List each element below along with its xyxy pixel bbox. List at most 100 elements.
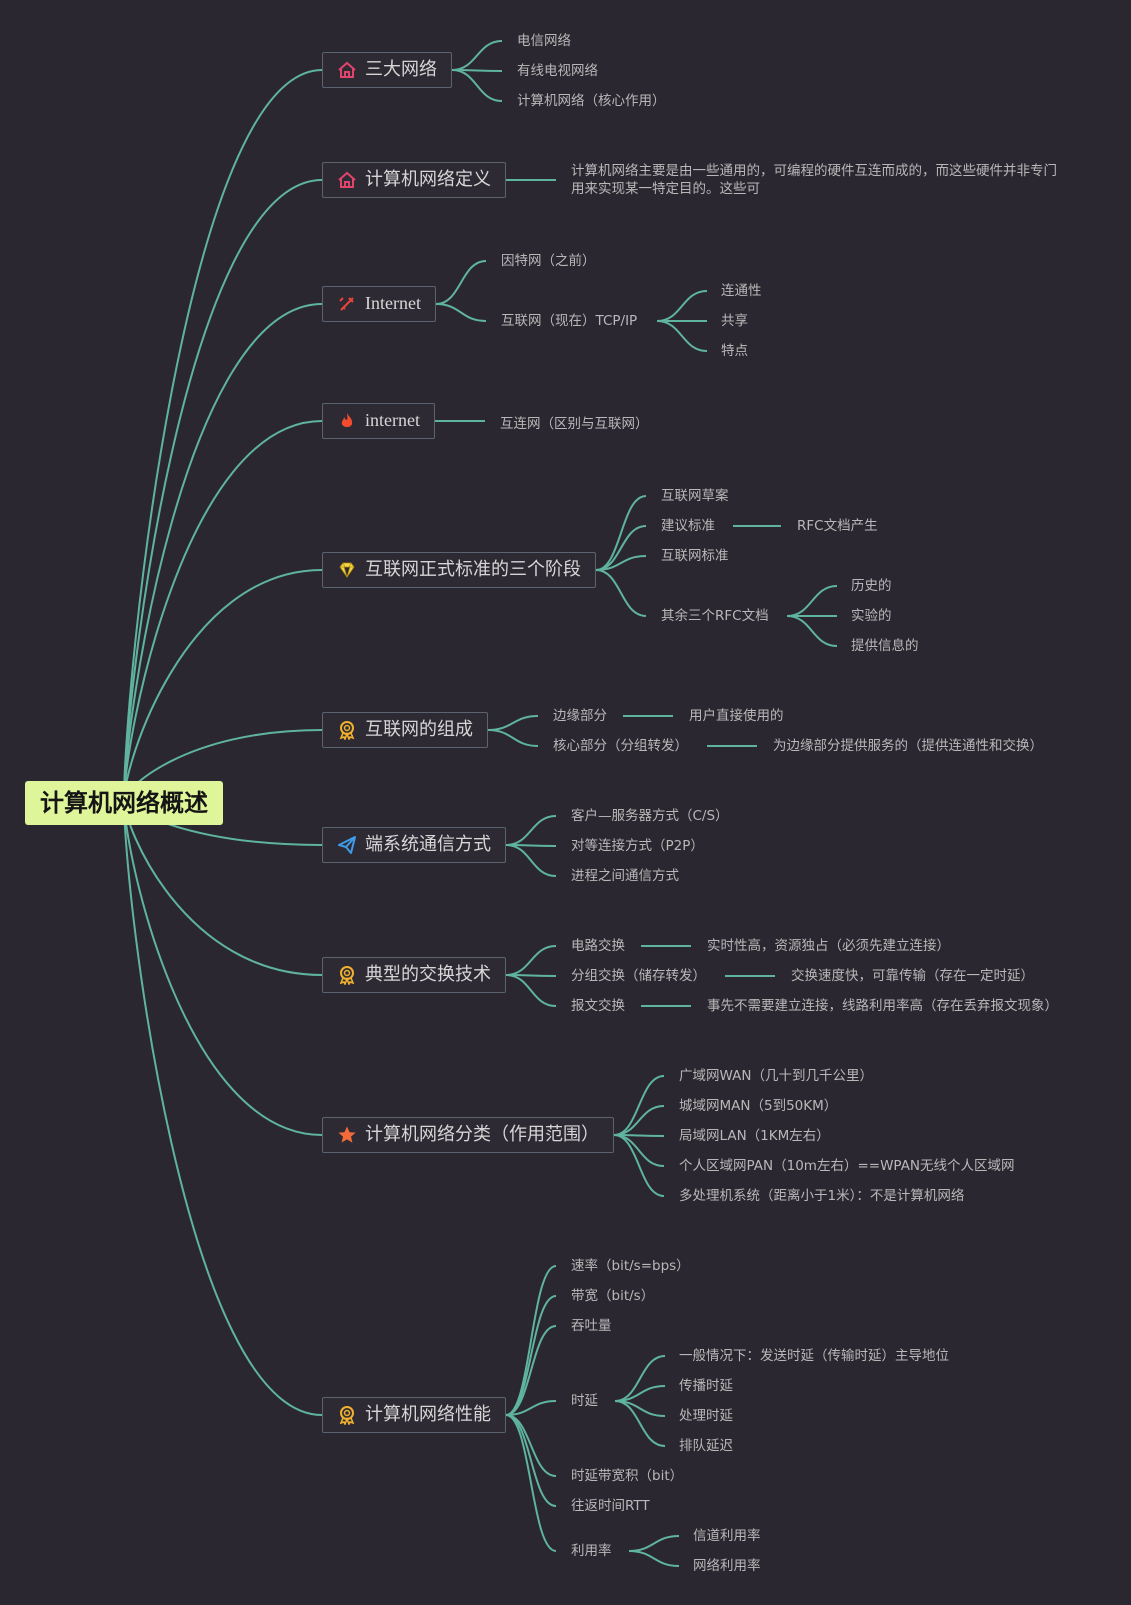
leaf-historic[interactable]: 历史的 [851,578,892,594]
leaf-man[interactable]: 城域网MAN（5到50KM） [679,1098,838,1114]
leaf-features[interactable]: 特点 [721,343,748,359]
leaf-core-part[interactable]: 核心部分（分组转发） [553,738,688,754]
leaf-network-utilization[interactable]: 网络利用率 [693,1558,761,1574]
connector-line [595,555,647,571]
connector-line [123,569,323,801]
leaf-rtt[interactable]: 往返时间RTT [571,1498,650,1514]
diamond-icon [339,562,355,579]
connector-line [505,945,557,976]
leaf-edge-part[interactable]: 边缘部分 [553,708,607,724]
branch-three-networks[interactable]: 三大网络 [322,52,452,88]
branch-label: Internet [365,293,421,313]
connector-line [451,69,503,102]
connector-line [451,40,503,71]
award-icon [339,721,355,740]
branch-label: 计算机网络定义 [365,169,491,190]
branch-switching-techniques[interactable]: 典型的交换技术 [322,957,506,993]
leaf-message-switching[interactable]: 报文交换 [571,998,625,1014]
leaf-circuit-desc[interactable]: 实时性高，资源独占（必须先建立连接） [707,938,950,954]
leaf-pan[interactable]: 个人区域网PAN（10m左右）==WPAN无线个人区域网 [679,1158,1015,1174]
leaf-connectivity[interactable]: 连通性 [721,283,762,299]
branch-internet-composition[interactable]: 互联网的组成 [322,712,488,748]
connector-line [505,1414,557,1477]
leaf-p2p[interactable]: 对等连接方式（P2P） [571,838,704,854]
leaf-channel-utilization[interactable]: 信道利用率 [693,1528,761,1544]
branch-label: 互联网的组成 [365,719,473,740]
connector-line [123,420,323,801]
connector-line [656,290,708,322]
leaf-packet-switching[interactable]: 分组交换（储存转发） [571,968,706,984]
connector-line [613,1134,665,1167]
leaf-delay-bandwidth-product[interactable]: 时延带宽积（bit） [571,1468,684,1484]
leaf-experimental[interactable]: 实验的 [851,608,892,624]
leaf-internet-draft[interactable]: 互联网草案 [661,488,729,504]
connector-line [628,1550,680,1567]
leaf-bandwidth[interactable]: 带宽（bit/s） [571,1288,655,1304]
connector-line [505,815,557,846]
branch-label: 典型的交换技术 [365,964,491,985]
leaf-hulianwang-distinction[interactable]: 互连网（区别与互联网） [500,416,649,432]
root-node[interactable]: 计算机网络概述 [25,781,223,825]
leaf-utilization[interactable]: 利用率 [571,1543,612,1559]
home-icon [338,61,356,78]
leaf-rate[interactable]: 速率（bit/s=bps） [571,1258,690,1274]
connector-line [435,303,487,322]
leaf-process-communication[interactable]: 进程之间通信方式 [571,868,679,884]
leaf-transmission-delay[interactable]: 一般情况下：发送时延（传输时延）主导地位 [679,1348,949,1364]
star-icon [338,1126,356,1143]
leaf-wan[interactable]: 广域网WAN（几十到几千公里） [679,1068,873,1084]
branch-standard-stages[interactable]: 互联网正式标准的三个阶段 [322,552,596,588]
fire-icon [341,413,353,427]
leaf-rfc-generated[interactable]: RFC文档产生 [797,518,878,534]
branch-network-definition[interactable]: 计算机网络定义 [322,162,506,198]
connector-line [123,69,323,801]
connector-line [505,844,557,877]
connector-line [505,1414,557,1552]
connector-line [786,615,838,647]
leaf-informational[interactable]: 提供信息的 [851,638,919,654]
leaf-yintewang[interactable]: 因特网（之前） [501,253,596,269]
branch-label: 计算机网络分类（作用范围） [365,1124,599,1145]
leaf-processing-delay[interactable]: 处理时延 [679,1408,733,1424]
connector-line [505,1400,557,1416]
branch-label: 互联网正式标准的三个阶段 [365,559,581,580]
leaf-hulianwang-tcpip[interactable]: 互联网（现在）TCP/IP [501,313,638,329]
leaf-user-direct-use[interactable]: 用户直接使用的 [689,708,784,724]
home-icon [338,171,356,188]
connector-line [123,179,323,801]
connector-line [123,799,323,1136]
leaf-internet-standard[interactable]: 互联网标准 [661,548,729,564]
branch-network-classification[interactable]: 计算机网络分类（作用范围） [322,1117,614,1153]
leaf-circuit-switching[interactable]: 电路交换 [571,938,625,954]
leaf-client-server[interactable]: 客户—服务器方式（C/S） [571,808,729,824]
award-icon [339,1406,355,1425]
leaf-other-rfc[interactable]: 其余三个RFC文档 [661,608,769,624]
branch-communication-modes[interactable]: 端系统通信方式 [322,827,506,863]
leaf-delay[interactable]: 时延 [571,1393,598,1409]
leaf-proposed-standard[interactable]: 建议标准 [661,518,715,534]
connector-line [487,729,539,747]
leaf-core-service[interactable]: 为边缘部分提供服务的（提供连通性和交换） [773,738,1043,754]
connector-line [786,585,838,617]
branch-internet[interactable]: internet [322,403,435,439]
leaf-multiprocessor[interactable]: 多处理机系统（距离小于1米）：不是计算机网络 [679,1188,965,1204]
connector-line [613,1075,665,1136]
connector-line [505,1414,557,1507]
branch-label: internet [365,410,420,430]
leaf-telecom-network[interactable]: 电信网络 [517,33,571,49]
leaf-packet-desc[interactable]: 交换速度快，可靠传输（存在一定时延） [791,968,1034,984]
leaf-sharing[interactable]: 共享 [721,313,748,329]
leaf-message-desc[interactable]: 事先不需要建立连接，线路利用率高（存在丢弃报文现象） [707,998,1058,1014]
branch-network-performance[interactable]: 计算机网络性能 [322,1397,506,1433]
connector-line [505,974,557,1007]
leaf-computer-network-core[interactable]: 计算机网络（核心作用） [517,93,666,109]
connector-line [595,569,647,617]
leaf-lan[interactable]: 局域网LAN（1KM左右） [679,1128,830,1144]
connector-line [505,1265,557,1416]
leaf-queuing-delay[interactable]: 排队延迟 [679,1438,733,1454]
leaf-definition-text[interactable]: 计算机网络主要是由一些通用的，可编程的硬件互连而成的，而这些硬件并非专门用来实现… [571,163,1057,197]
leaf-cable-tv-network[interactable]: 有线电视网络 [517,63,598,79]
leaf-propagation-delay[interactable]: 传播时延 [679,1378,733,1394]
branch-Internet[interactable]: Internet [322,286,436,322]
leaf-throughput[interactable]: 吞吐量 [571,1318,612,1334]
